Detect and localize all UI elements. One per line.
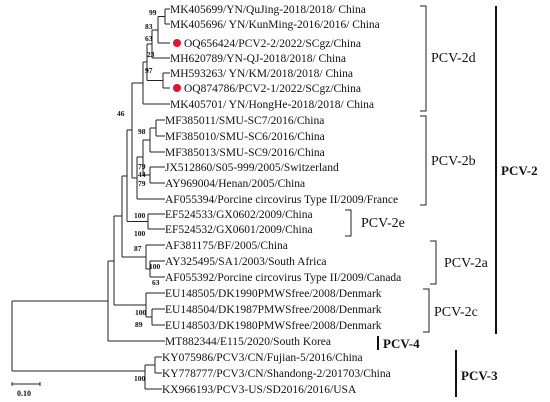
bootstrap-value: 99 bbox=[149, 8, 157, 17]
taxon-label: AY969004/Henan/2005/China bbox=[165, 178, 305, 190]
taxon-label: AF055392/Porcine circovirus Type II/2009… bbox=[165, 272, 401, 284]
taxon-label: MK405696/ YN/KunMing-2016/2016/ China bbox=[170, 19, 380, 31]
bootstrap-value: 97 bbox=[145, 66, 153, 75]
taxon-label: KY075986/PCV3/CN/Fujian-5/2016/China bbox=[162, 352, 363, 364]
taxon-labels: MK405699/YN/QuJing-2018/2018/ China MK40… bbox=[162, 4, 401, 396]
taxon-label: MF385011/SMU-SC7/2016/China bbox=[165, 115, 324, 127]
subgenotype-brackets bbox=[345, 5, 437, 333]
highlight-marker-oq656424 bbox=[173, 39, 181, 47]
bootstrap-values: 99 83 63 23 97 46 98 79 44 79 100 100 87… bbox=[117, 8, 161, 383]
taxon-label: MF385013/SMU-SC9/2016/China bbox=[165, 147, 325, 159]
taxon-label: EF524533/GX0602/2009/China bbox=[165, 209, 313, 221]
subgenotype-label-pcv2b: PCV-2b bbox=[431, 154, 476, 169]
subgenotype-label-pcv2a: PCV-2a bbox=[444, 256, 489, 271]
bootstrap-value: 83 bbox=[145, 22, 153, 31]
taxon-label: EU148504/DK1987PMWSfree/2008/Denmark bbox=[165, 304, 382, 316]
taxon-label: KY778777/PCV3/CN/Shandong-2/201703/China bbox=[162, 368, 391, 380]
subgenotype-label-pcv2e: PCV-2e bbox=[361, 216, 405, 231]
highlight-marker-oq874786 bbox=[173, 84, 181, 92]
genotype-bars bbox=[377, 6, 497, 397]
genotype-label-pcv4: PCV-4 bbox=[383, 336, 420, 351]
tree-branches bbox=[11, 8, 170, 390]
bootstrap-value: 87 bbox=[134, 244, 142, 253]
scale-bar-label: 0.10 bbox=[17, 389, 31, 398]
bootstrap-value: 46 bbox=[117, 109, 125, 118]
genotype-label-pcv3: PCV-3 bbox=[461, 368, 498, 383]
bootstrap-value: 23 bbox=[147, 50, 155, 59]
genotype-label-pcv2: PCV-2 bbox=[501, 163, 538, 178]
bootstrap-value: 89 bbox=[135, 320, 143, 329]
bootstrap-value: 63 bbox=[145, 34, 153, 43]
taxon-label: EF524532/GX0601/2009/China bbox=[165, 224, 313, 236]
taxon-label: EU148503/DK1980PMWSfree/2008/Denmark bbox=[165, 320, 382, 332]
subgenotype-label-pcv2c: PCV-2c bbox=[434, 305, 478, 320]
taxon-label: EU148505/DK1990PMWSfree/2008/Denmark bbox=[165, 288, 382, 300]
taxon-label: KX966193/PCV3-US/SD2016/2016/USA bbox=[162, 384, 357, 396]
taxon-label: MF385010/SMU-SC6/2016/China bbox=[165, 131, 325, 143]
scale-bar: 0.10 bbox=[11, 382, 41, 398]
taxon-label: MH593263/ YN/KM/2018/2018/ China bbox=[170, 68, 353, 80]
bootstrap-value: 98 bbox=[138, 127, 146, 136]
bootstrap-value: 79 bbox=[138, 162, 146, 171]
taxon-label: MK405699/YN/QuJing-2018/2018/ China bbox=[170, 4, 366, 16]
taxon-label: JX512860/S05-999/2005/Switzerland bbox=[165, 162, 339, 174]
bootstrap-value: 100 bbox=[149, 262, 161, 271]
bootstrap-value: 100 bbox=[134, 374, 146, 383]
subgenotype-label-pcv2d: PCV-2d bbox=[431, 51, 476, 66]
bootstrap-value: 100 bbox=[134, 211, 146, 220]
taxon-label: AF381175/BF/2005/China bbox=[165, 240, 288, 252]
bootstrap-value: 63 bbox=[152, 278, 160, 287]
taxon-label: OQ656424/PCV2-2/2022/SCgz/China bbox=[184, 38, 361, 50]
taxon-label: MH620789/YN-QJ-2018/2018/ China bbox=[170, 53, 346, 65]
bootstrap-value: 44 bbox=[138, 170, 146, 179]
bootstrap-value: 100 bbox=[135, 308, 147, 317]
bootstrap-value: 100 bbox=[134, 229, 146, 238]
taxon-label: MT882344/E115/2020/South Korea bbox=[165, 336, 331, 348]
taxon-label: AF055394/Porcine circovirus Type II/2009… bbox=[165, 194, 398, 206]
bootstrap-value: 79 bbox=[138, 179, 146, 188]
taxon-label: MK405701/ YN/HongHe-2018/2018/ China bbox=[170, 99, 374, 111]
taxon-label: AY325495/SA1/2003/South Africa bbox=[165, 256, 327, 268]
taxon-label: OQ874786/PCV2-1/2022/SCgz/China bbox=[184, 83, 361, 95]
